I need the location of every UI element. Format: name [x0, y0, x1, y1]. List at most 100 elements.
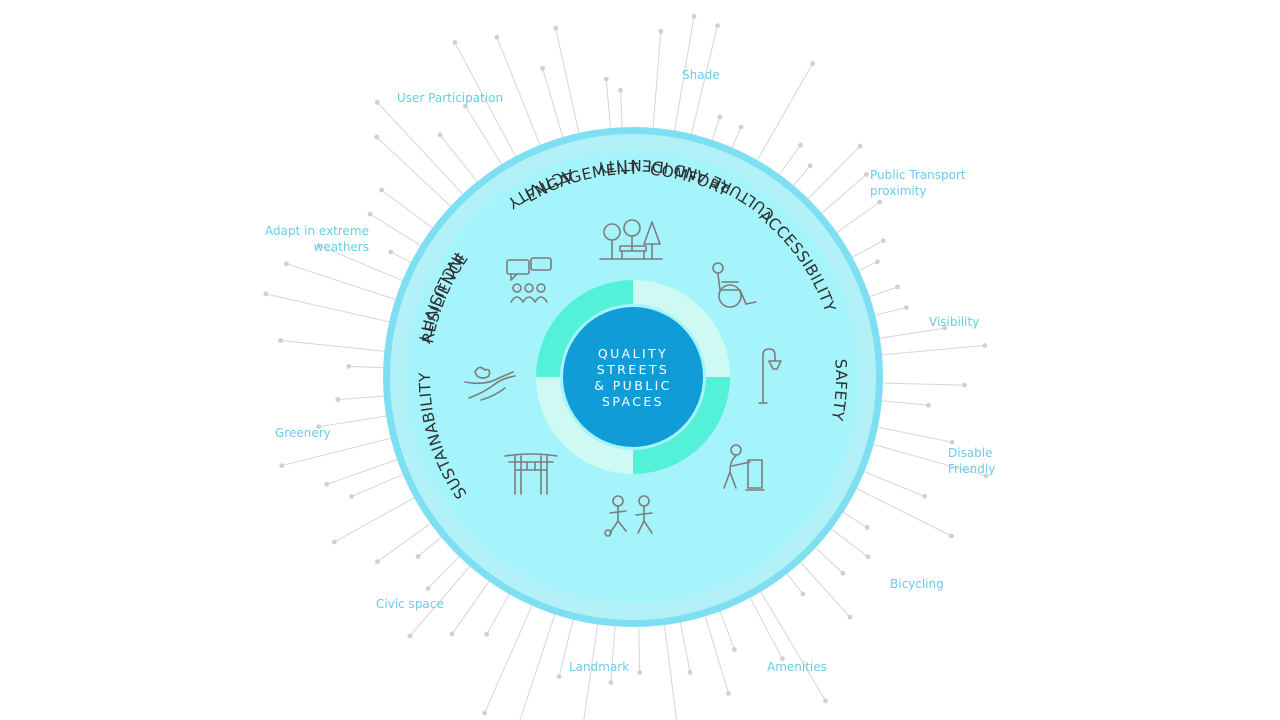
- ray-dot: [556, 674, 562, 679]
- wheelchair-icon: [712, 262, 757, 308]
- ray-line: [555, 28, 582, 143]
- ray-dot: [452, 40, 458, 45]
- ray-dot: [864, 525, 870, 530]
- ray-line: [376, 102, 470, 202]
- ray-dot: [349, 494, 354, 499]
- ray-dot: [877, 199, 883, 205]
- ray-dot: [865, 554, 871, 560]
- ray-line: [519, 604, 559, 720]
- ray-dot: [949, 533, 954, 539]
- ray-line: [688, 25, 718, 144]
- ray-dot: [922, 494, 928, 499]
- ray-dot: [949, 439, 955, 445]
- torii-gate-icon: [504, 453, 558, 495]
- ray-line: [583, 614, 600, 720]
- outer-label-disable-friendly-line-2: Friendly: [948, 462, 995, 476]
- ray-dot: [942, 325, 948, 331]
- ray-dot: [449, 631, 455, 637]
- ray-dot: [840, 570, 846, 576]
- ray-dot: [880, 238, 886, 244]
- ray-dot: [324, 481, 330, 487]
- ray-dot: [379, 187, 384, 193]
- community-discussion-icon: [506, 257, 552, 303]
- ray-dot: [962, 382, 967, 388]
- ray-dot: [798, 142, 803, 148]
- ray-dot: [407, 633, 413, 639]
- ray-line: [751, 63, 814, 170]
- ray-dot: [732, 647, 737, 652]
- ray-dot: [415, 554, 421, 559]
- outer-label-public-transport-line-2: proximity: [870, 184, 927, 198]
- ray-dot: [437, 132, 443, 138]
- ray-line: [439, 134, 484, 190]
- ray-line: [793, 554, 851, 618]
- ray-dot: [717, 114, 723, 120]
- center-circle: [563, 307, 703, 447]
- ray-line: [610, 616, 617, 683]
- ray-dot: [335, 397, 341, 402]
- ray-line: [662, 615, 677, 720]
- ray-line: [496, 37, 545, 155]
- ray-dot: [691, 14, 697, 19]
- outer-label-user-participation: User Participation: [397, 91, 503, 105]
- outer-label-amenities: Amenities: [767, 660, 827, 674]
- ray-line: [678, 612, 691, 673]
- ray-line: [651, 31, 662, 138]
- ray-dot: [484, 631, 490, 637]
- ray-dot: [375, 559, 380, 565]
- ray-dot: [374, 100, 380, 105]
- ray-dot: [482, 710, 487, 716]
- ring-label-safety: SAFETY: [828, 358, 850, 422]
- ray-dot: [823, 698, 828, 704]
- donut-accent-top-left: [536, 280, 634, 378]
- ray-line: [409, 558, 477, 637]
- ray-dot: [388, 249, 394, 255]
- ray-line: [334, 492, 424, 543]
- ray-dot: [864, 172, 869, 177]
- ray-line: [318, 245, 412, 285]
- ray-dot: [463, 103, 468, 109]
- ray-dot: [983, 473, 989, 479]
- ray-dot: [637, 670, 643, 675]
- ray-dot: [687, 670, 693, 675]
- ray-dot: [367, 211, 373, 217]
- ray-line: [755, 583, 826, 702]
- ray-line: [381, 189, 441, 235]
- ray-dot: [810, 61, 816, 66]
- donut-accent-bottom-right: [632, 376, 730, 474]
- ray-line: [871, 345, 985, 357]
- ray-line: [281, 435, 401, 467]
- ray-line: [872, 382, 965, 386]
- ray-dot: [279, 463, 285, 469]
- street-lamp-icon: [758, 348, 782, 404]
- ray-dot: [982, 343, 988, 348]
- ray-line: [351, 470, 413, 497]
- ray-dot: [346, 364, 352, 369]
- ray-dot: [847, 614, 853, 620]
- park-bench-trees-icon: [599, 219, 663, 260]
- ray-line: [868, 424, 953, 443]
- ray-line: [854, 467, 925, 497]
- ray-dot: [608, 680, 614, 685]
- elderly-walker-icon: [723, 444, 765, 491]
- ray-line: [800, 145, 861, 207]
- ray-dot: [807, 163, 813, 169]
- outer-label-landmark: Landmark: [569, 660, 629, 674]
- ray-dot: [738, 124, 744, 130]
- ray-dot: [726, 691, 731, 696]
- outer-label-shade: Shade: [682, 68, 720, 82]
- ray-dot: [540, 66, 545, 71]
- background-rays: [263, 14, 989, 720]
- ray-line: [464, 105, 508, 174]
- ray-line: [828, 201, 881, 239]
- ray-line: [745, 588, 783, 659]
- ray-line: [454, 42, 521, 166]
- outer-label-civic-space: Civic space: [376, 597, 444, 611]
- kids-playing-icon: [604, 495, 653, 537]
